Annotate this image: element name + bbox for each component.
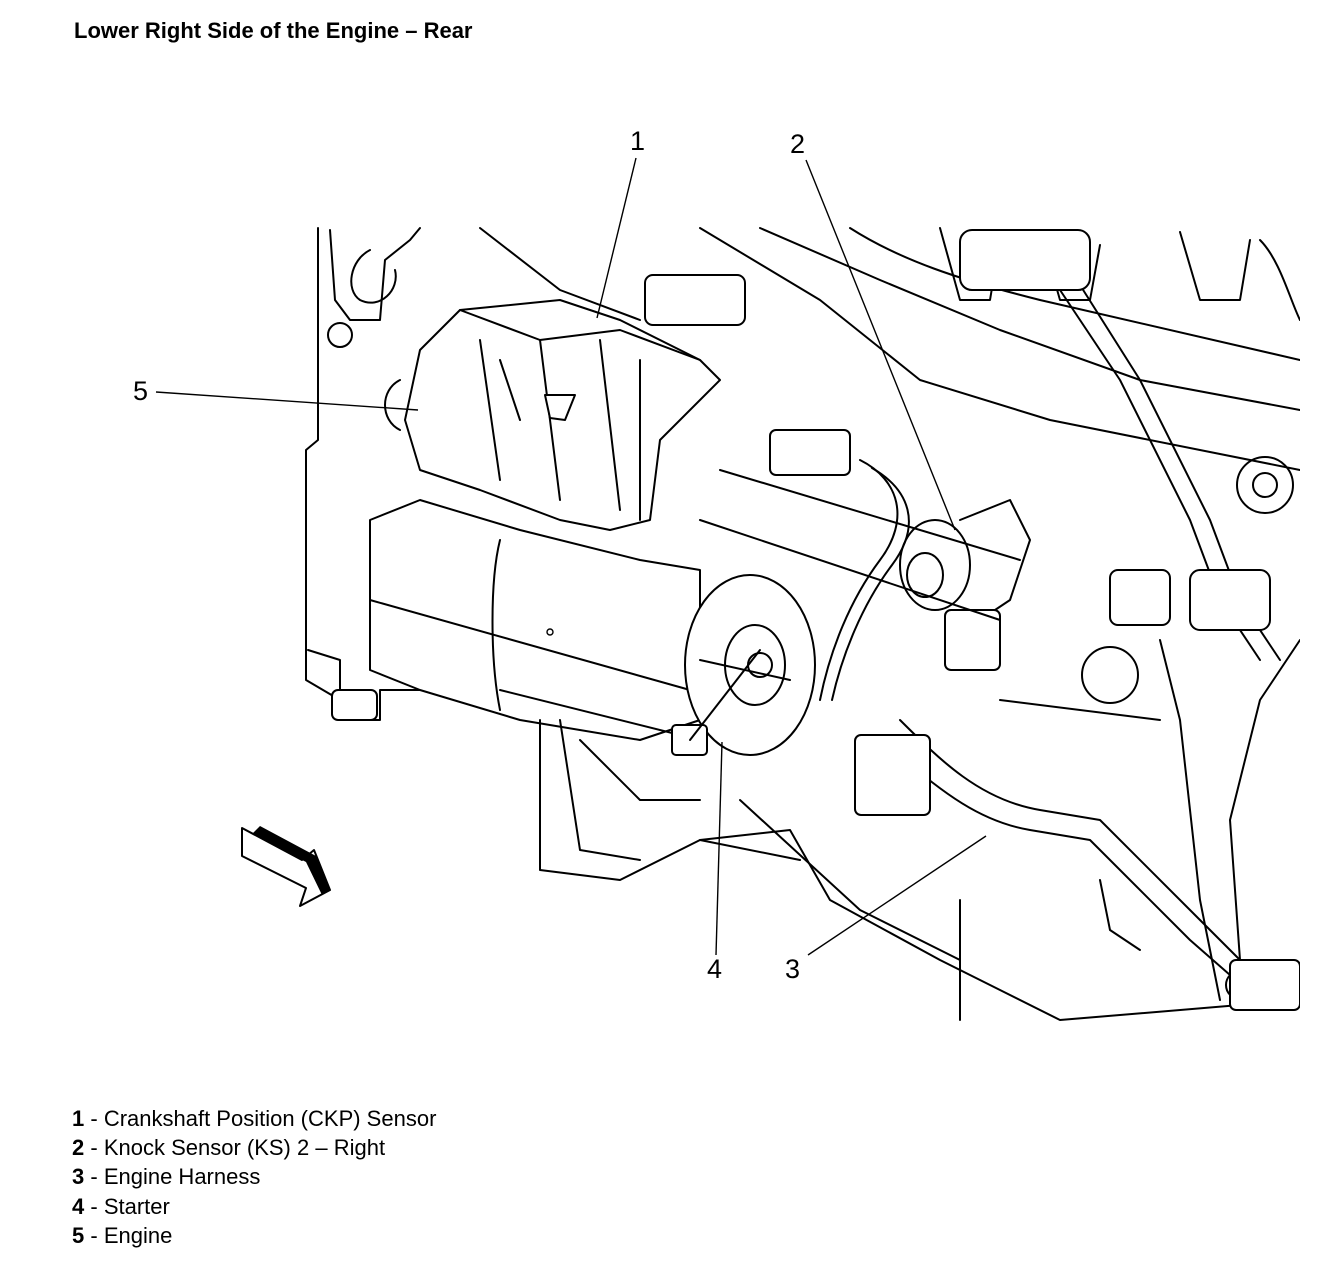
parts-legend: 1 - Crankshaft Position (CKP) Sensor 2 -… (72, 1104, 436, 1250)
leader-lines (155, 157, 987, 956)
legend-separator: - (84, 1193, 104, 1219)
callout-2: 2 (790, 129, 805, 159)
legend-text: Engine Harness (103, 1164, 261, 1190)
legend-number: 3 (72, 1164, 85, 1190)
legend-item: 3 - Engine Harness (72, 1162, 436, 1191)
legend-number: 4 (72, 1193, 85, 1219)
legend-separator: - (84, 1135, 104, 1161)
legend-text: Knock Sensor (KS) 2 – Right (103, 1135, 386, 1161)
diagram-title: Lower Right Side of the Engine – Rear (74, 18, 473, 43)
leader-line-2 (805, 159, 956, 531)
legend-number: 1 (72, 1106, 85, 1131)
legend-item: 1 - Crankshaft Position (CKP) Sensor (72, 1104, 436, 1133)
legend-text: Starter (103, 1193, 170, 1219)
legend-separator: - (84, 1106, 104, 1131)
legend-item: 5 - Engine (72, 1221, 436, 1250)
legend-number: 5 (72, 1222, 85, 1248)
legend-separator: - (84, 1222, 104, 1248)
callout-5: 5 (133, 376, 148, 406)
legend-number: 2 (72, 1135, 85, 1161)
front-direction-arrow-icon (241, 826, 331, 907)
legend-text: Engine (103, 1222, 173, 1248)
engine-block-drawing (305, 227, 1300, 1021)
callout-1: 1 (630, 126, 645, 156)
leader-line-4 (715, 741, 723, 956)
legend-text: Crankshaft Position (CKP) Sensor (103, 1106, 437, 1131)
callout-3: 3 (785, 954, 800, 984)
legend-item: 2 - Knock Sensor (KS) 2 – Right (72, 1133, 436, 1162)
legend-separator: - (84, 1164, 104, 1190)
leader-line-5 (155, 391, 419, 411)
leader-line-3 (807, 835, 987, 956)
leader-line-1 (596, 157, 637, 319)
legend-item: 4 - Starter (72, 1192, 436, 1221)
callout-4: 4 (707, 954, 722, 984)
